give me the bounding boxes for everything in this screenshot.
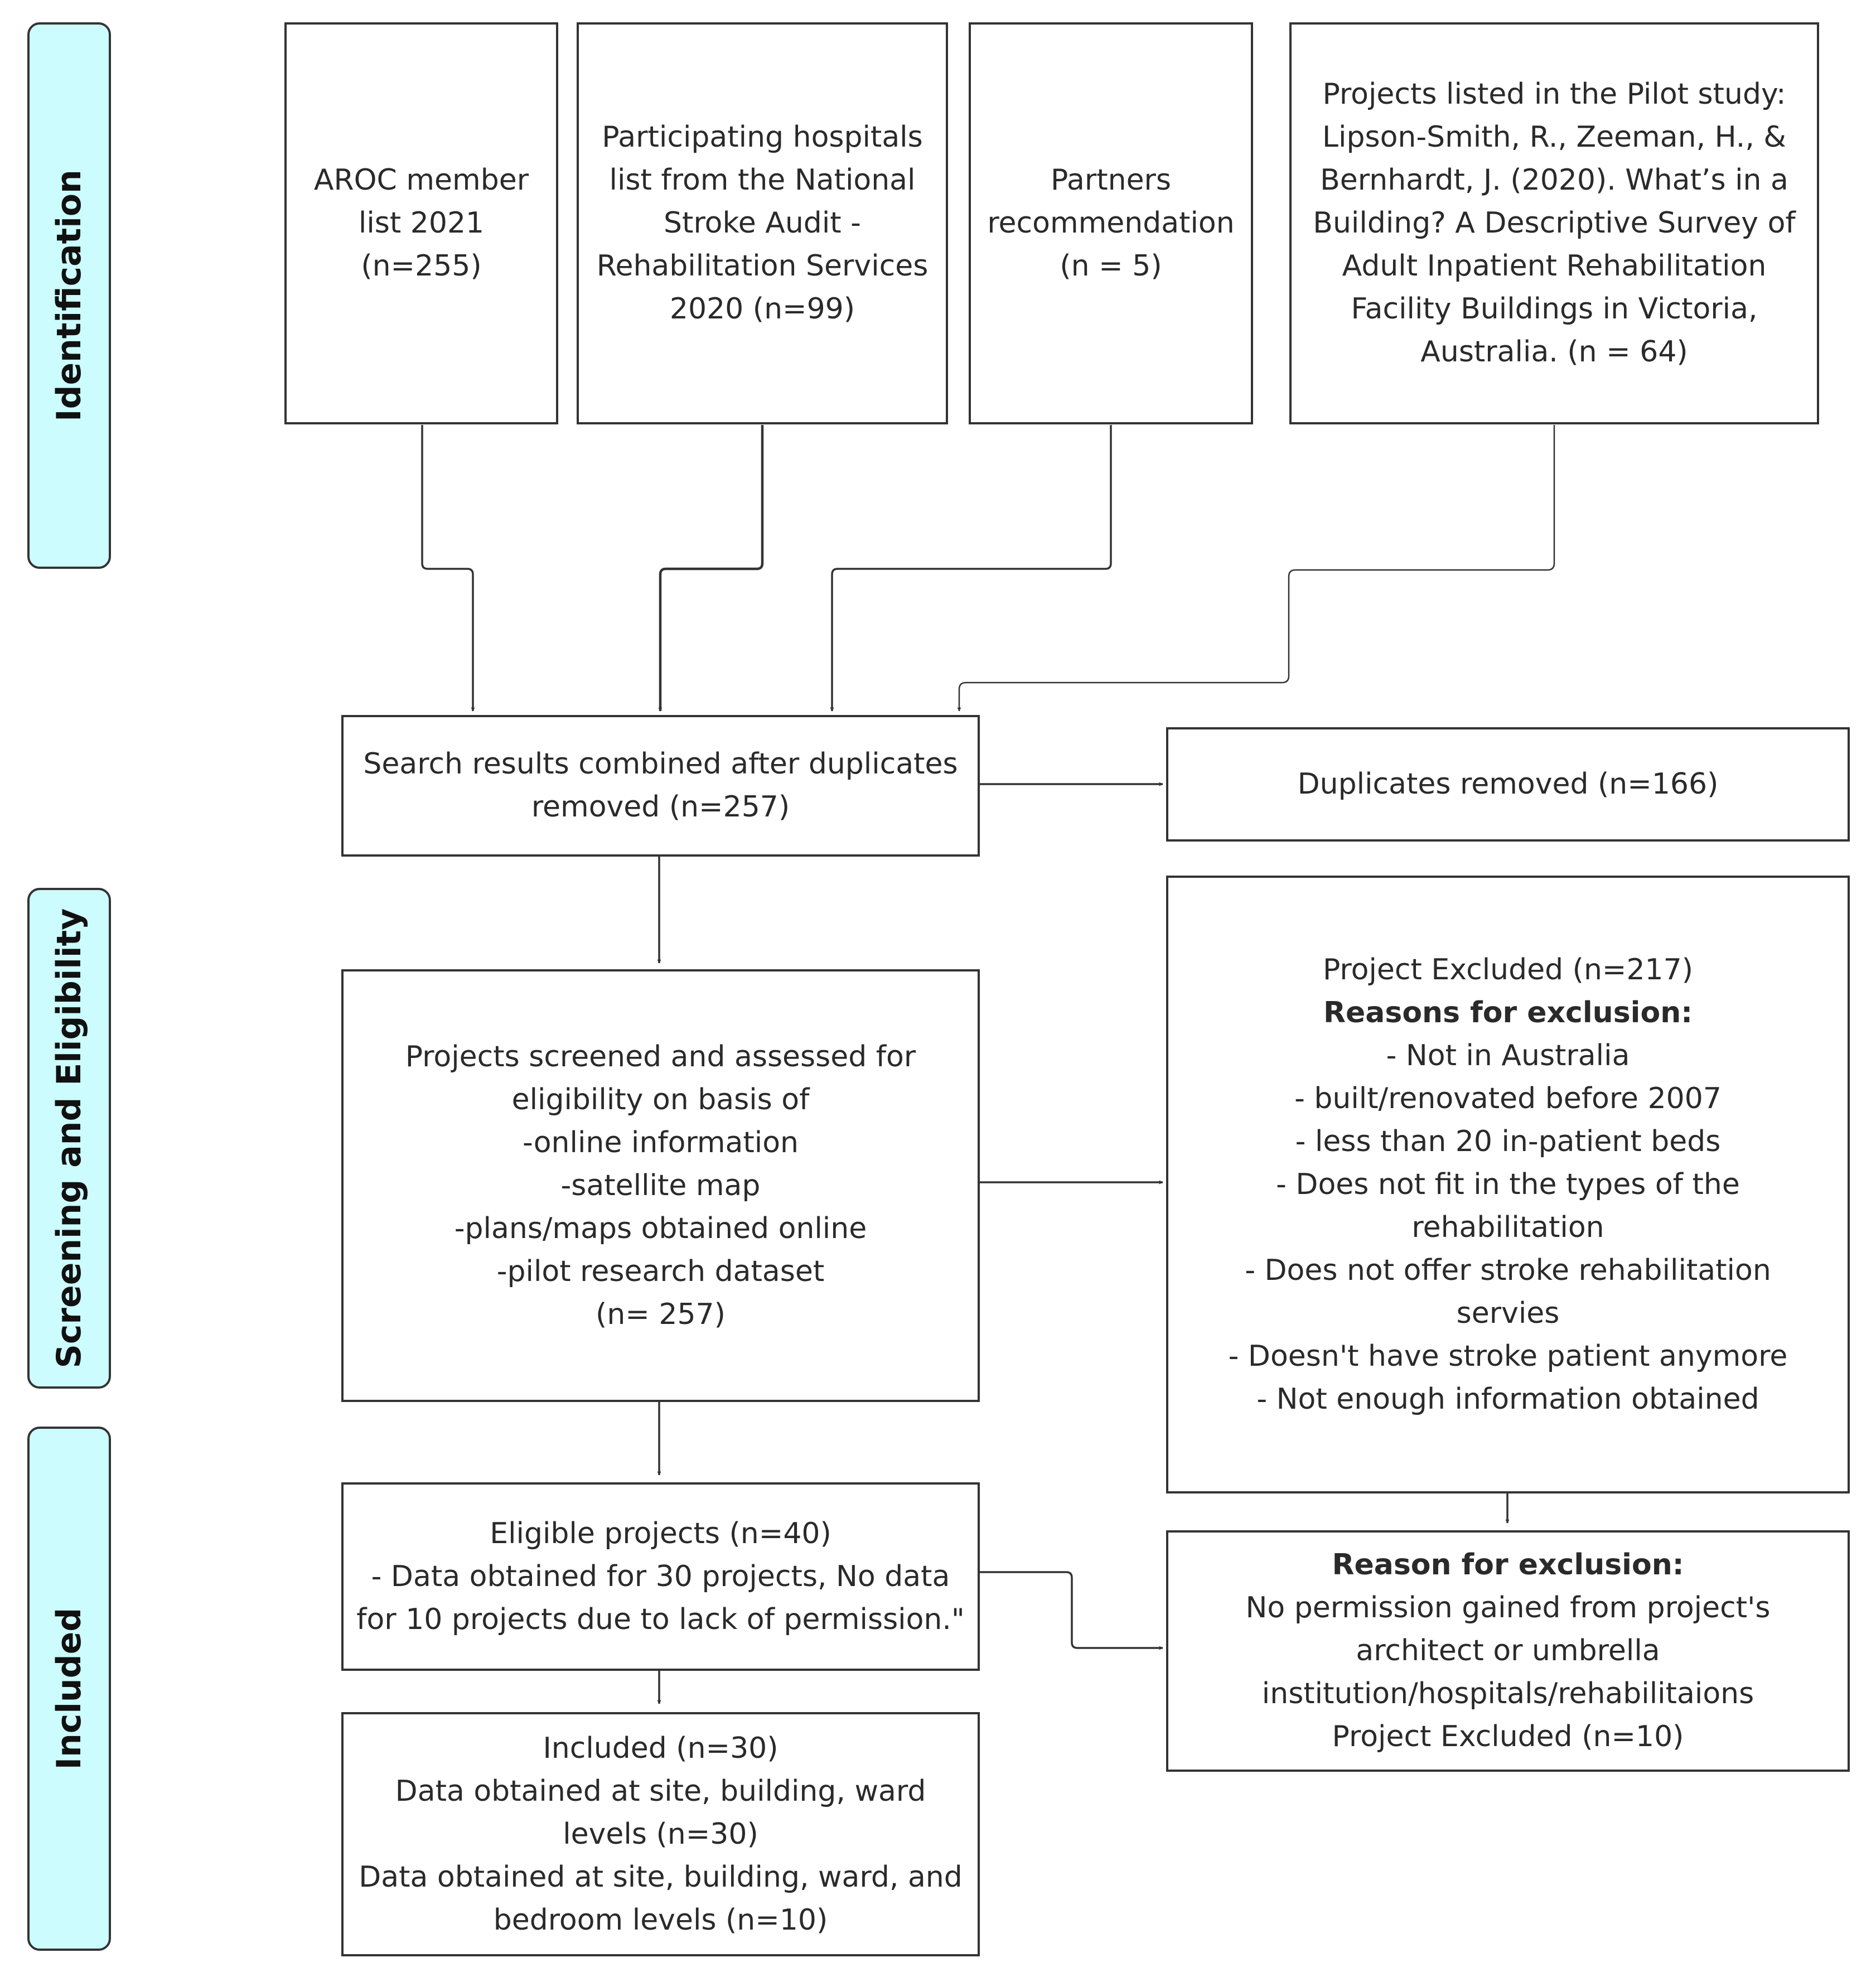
box-text-line: Search results combined after duplicates <box>363 747 958 781</box>
box-text-line: architect or umbrella <box>1356 1634 1660 1667</box>
box-text-line: Adult Inpatient Rehabilitation <box>1342 249 1767 283</box>
phase-identification: Identification <box>27 22 111 569</box>
box-text-line: -satellite map <box>560 1168 761 1202</box>
box-text-line: Data obtained at site, building, ward, a… <box>359 1860 963 1894</box>
box-text-line: recommendation <box>987 206 1235 240</box>
box-text-line: Projects screened and assessed for <box>405 1040 916 1074</box>
source-national-stroke-audit-box: Participating hospitals list from the Na… <box>577 22 948 424</box>
exclusion-heading: Reasons for exclusion: <box>1323 995 1693 1029</box>
arrow-partners-to-combined <box>830 425 1112 712</box>
box-text-line: eligibility on basis of <box>511 1082 810 1116</box>
box-text-line: Projects listed in the Pilot study: <box>1322 78 1786 111</box>
box-text-line: -plans/maps obtained online <box>454 1211 867 1245</box>
box-text-line: Facility Buildings in Victoria, <box>1351 292 1758 326</box>
phase-included: Included <box>27 1427 111 1951</box>
box-text-line: for 10 projects due to lack of permissio… <box>356 1602 965 1636</box>
box-text-line: (n = 5) <box>1060 249 1162 283</box>
box-text-line: institution/hospitals/rehabilitaions <box>1261 1677 1754 1710</box>
box-text-line: Australia. (n = 64) <box>1420 335 1688 369</box>
arrow-nsa-to-combined <box>658 425 764 712</box>
exclusion-reason: servies <box>1456 1296 1560 1330</box>
source-partners-box: Partners recommendation (n = 5) <box>969 22 1253 424</box>
duplicates-removed-box: Duplicates removed (n=166) <box>1166 727 1850 842</box>
box-text-line: Data obtained at site, building, ward <box>395 1774 926 1808</box>
box-text-line: Participating hospitals <box>602 120 923 154</box>
box-text-line: Duplicates removed (n=166) <box>1297 767 1719 801</box>
excluded-count: Project Excluded (n=217) <box>1322 953 1694 987</box>
box-text-line: Lipson-Smith, R., Zeeman, H., & <box>1322 120 1786 154</box>
combined-results-box: Search results combined after duplicates… <box>341 715 980 857</box>
exclusion-reason: - Not in Australia <box>1386 1038 1630 1072</box>
box-text-line: No permission gained from project's <box>1245 1591 1771 1625</box>
exclusion-reason: - Doesn't have stroke patient anymore <box>1228 1339 1788 1373</box>
source-pilot-study-box: Projects listed in the Pilot study: Lips… <box>1289 22 1819 424</box>
included-box: Included (n=30) Data obtained at site, b… <box>341 1712 980 1956</box>
exclusion-reason: rehabilitation <box>1411 1210 1604 1244</box>
box-text-line: (n=255) <box>361 249 482 283</box>
box-text-line: Stroke Audit - <box>664 206 861 240</box>
box-text-line: Project Excluded (n=10) <box>1332 1720 1684 1753</box>
phase-screening-eligibility: Screening and Eligibility <box>27 888 111 1389</box>
exclusion-reason: - Does not fit in the types of the <box>1276 1167 1740 1201</box>
exclusion-reason: - Not enough information obtained <box>1256 1382 1759 1416</box>
source-aroc-box: AROC member list 2021 (n=255) <box>284 22 558 424</box>
arrow-pilot-to-combined <box>957 425 1555 712</box>
exclusion-reason: - Does not offer stroke rehabilitation <box>1245 1253 1771 1287</box>
screened-box: Projects screened and assessed for eligi… <box>341 969 980 1402</box>
phase-label: Identification <box>50 170 89 422</box>
box-text-line: levels (n=30) <box>563 1817 758 1851</box>
box-text-line: bedroom levels (n=10) <box>493 1903 828 1937</box>
box-text-line: Rehabilitation Services <box>596 249 929 283</box>
box-text-line: (n= 257) <box>596 1297 726 1331</box>
box-text-line: -online information <box>523 1125 799 1159</box>
arrow-eligible-to-reason <box>944 1571 1163 1650</box>
box-text-line: list 2021 <box>358 206 485 240</box>
eligible-projects-box: Eligible projects (n=40) - Data obtained… <box>341 1482 980 1671</box>
box-text-line: 2020 (n=99) <box>669 292 855 326</box>
phase-label: Included <box>50 1607 89 1770</box>
box-text-line: - Data obtained for 30 projects, No data <box>371 1559 950 1593</box>
exclusion-reason: - built/renovated before 2007 <box>1294 1081 1722 1115</box>
arrow-aroc-to-combined <box>421 425 475 712</box>
phase-label: Screening and Eligibility <box>50 908 89 1369</box>
box-text-line: AROC member <box>313 163 529 197</box>
exclusion-heading: Reason for exclusion: <box>1332 1548 1684 1582</box>
box-text-line: Building? A Descriptive Survey of <box>1313 206 1796 240</box>
box-text-line: removed (n=257) <box>531 790 790 824</box>
box-text-line: Included (n=30) <box>543 1731 779 1765</box>
exclusion-reason: - less than 20 in-patient beds <box>1295 1124 1721 1158</box>
excluded-projects-box: Project Excluded (n=217) Reasons for exc… <box>1166 876 1850 1493</box>
box-text-line: Bernhardt, J. (2020). What’s in a <box>1320 163 1788 197</box>
box-text-line: list from the National <box>609 163 916 197</box>
box-text-line: Partners <box>1050 163 1172 197</box>
permission-exclusion-box: Reason for exclusion: No permission gain… <box>1166 1530 1850 1772</box>
box-text-line: -pilot research dataset <box>496 1254 825 1288</box>
box-text-line: Eligible projects (n=40) <box>490 1516 831 1550</box>
